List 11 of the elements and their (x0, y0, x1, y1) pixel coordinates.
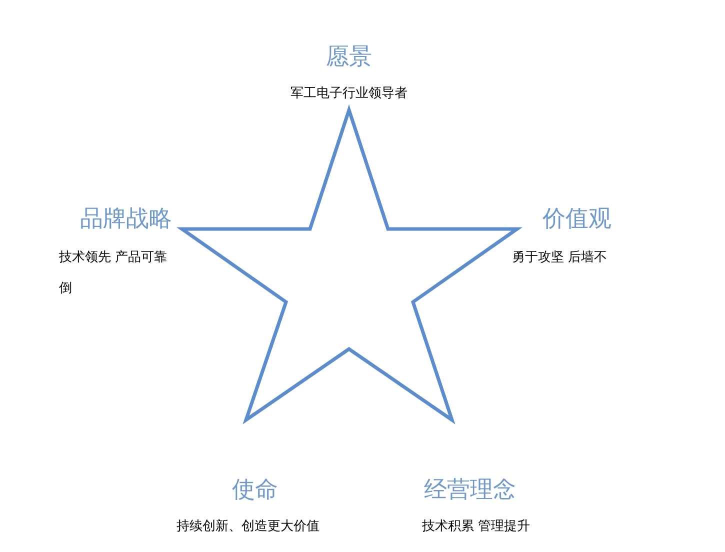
description: 军工电子行业领导者 (290, 86, 408, 102)
description: 倒 (59, 281, 72, 297)
heading: 品牌战略 (80, 206, 172, 234)
heading: 价值观 (542, 206, 612, 234)
description: 技术领先 产品可靠 (59, 250, 168, 266)
heading: 经营理念 (424, 477, 516, 505)
description: 持续创新、创造更大价值 (176, 519, 320, 535)
description: 技术积累 管理提升 (422, 519, 530, 535)
heading: 愿景 (326, 44, 372, 72)
heading: 使命 (232, 477, 278, 505)
description: 勇于攻坚 后墙不 (512, 250, 608, 266)
